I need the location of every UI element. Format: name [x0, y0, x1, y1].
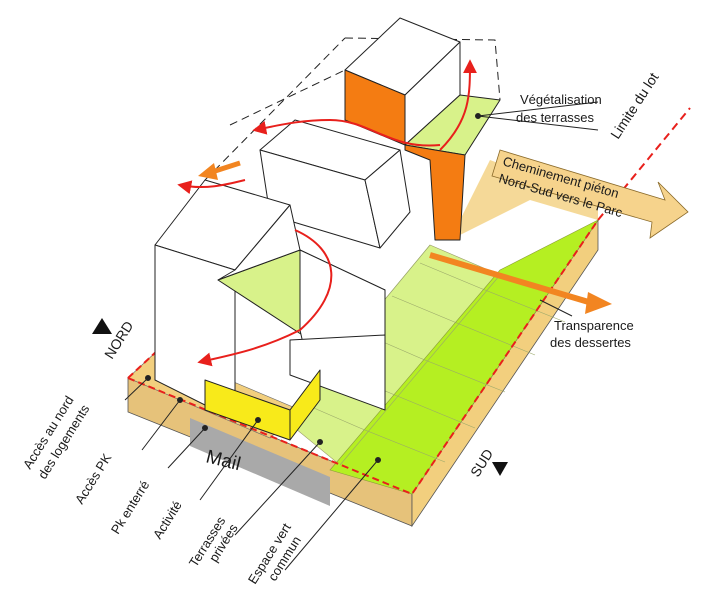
- activity-podium-side: [289, 369, 321, 441]
- red-arrow-mid-left: [177, 179, 246, 195]
- volume-outline-2: [204, 37, 346, 181]
- volume-outline: [344, 37, 501, 101]
- activite-label: Activité: [150, 498, 185, 541]
- block-middle-side: [364, 149, 411, 249]
- volume-outline-3: [229, 69, 346, 126]
- red-arrow-middle: [252, 118, 441, 147]
- pk-enterre-label: Pk enterré: [108, 478, 153, 537]
- vegetalisation-label-1: Végétalisation: [520, 92, 602, 107]
- acces-pk-label: Accès PK: [72, 451, 115, 507]
- small-orange-arrow-head[interactable]: [198, 163, 218, 180]
- mail-strip: [190, 418, 330, 506]
- sud-arrow-icon: [492, 462, 508, 476]
- slab-top-right: [450, 160, 598, 240]
- vegetalisation-label-2: des terrasses: [516, 110, 595, 125]
- limite-du-lot-label: Limite du lot: [607, 70, 662, 142]
- nord-arrow-icon: [92, 318, 112, 334]
- lot-boundary-top: [127, 349, 159, 379]
- orange-core: [404, 144, 466, 241]
- lot-boundary-extension: [597, 107, 691, 221]
- arrows: [177, 59, 689, 367]
- sud-label: SUD: [467, 446, 496, 480]
- transparence-label-1: Transparence: [554, 318, 634, 333]
- small-orange-arrow-line: [211, 160, 241, 175]
- buildings: [154, 17, 501, 441]
- red-arrow-back: [439, 59, 477, 151]
- red-arrow-front: [197, 229, 333, 367]
- transparence-arrow-head[interactable]: [585, 292, 612, 314]
- nord-label: NORD: [101, 318, 136, 361]
- cheminement-arrow[interactable]: [491, 149, 689, 239]
- block-front-step: [289, 334, 386, 411]
- leader-lines: [124, 101, 599, 571]
- transparence-label-2: des dessertes: [550, 335, 631, 350]
- transparence-arrow-line: [429, 252, 593, 306]
- block-front-recess: [217, 204, 301, 281]
